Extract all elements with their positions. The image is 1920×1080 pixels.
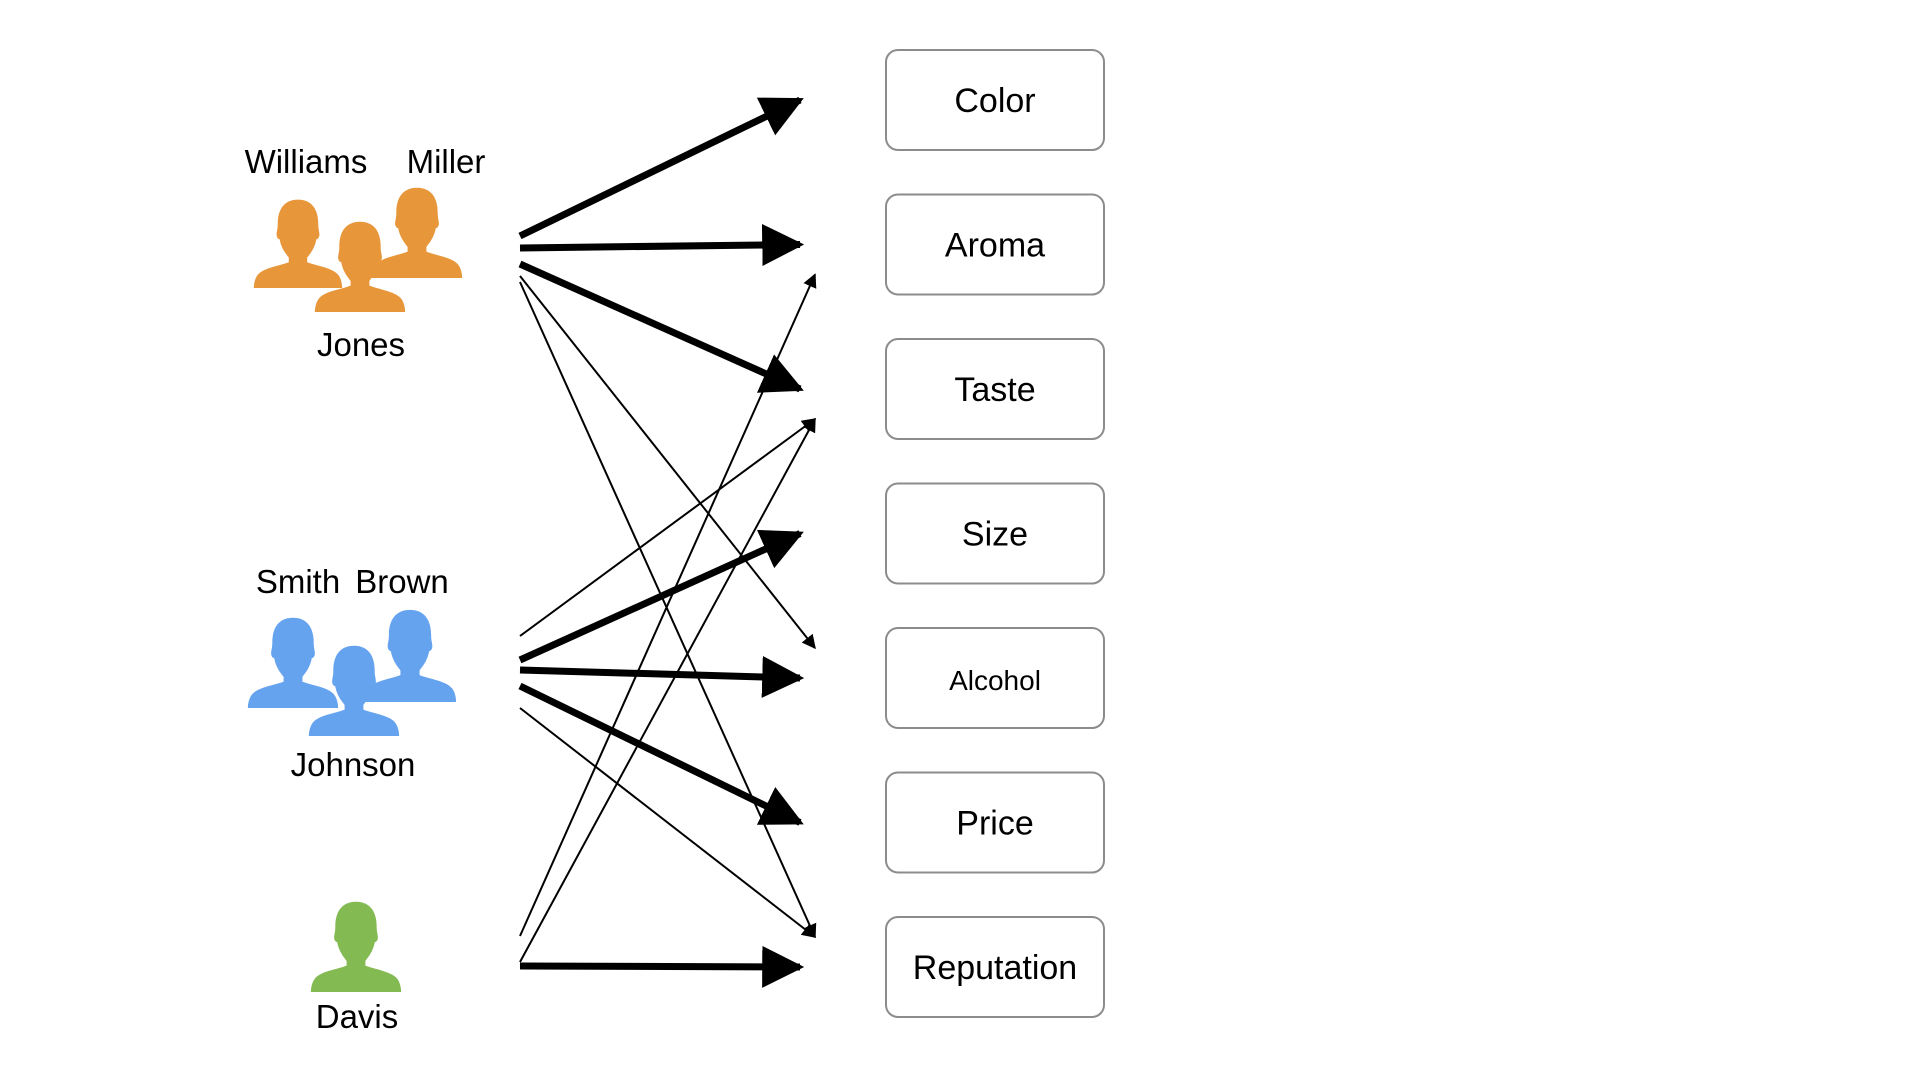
attribute-box-color: Color: [885, 49, 1105, 151]
arrow-group2-to-price: [518, 682, 804, 826]
attribute-box-alcohol: Alcohol: [885, 627, 1105, 729]
attribute-label-price: Price: [956, 805, 1033, 843]
arrow-group1-to-reputation: [519, 281, 817, 939]
attribute-box-taste: Taste: [885, 338, 1105, 440]
member-name-brown: Brown: [355, 563, 449, 600]
group-smith-brown-johnson: Smith Brown Johnson: [247, 563, 457, 783]
member-name-smith: Smith: [256, 563, 340, 600]
person-brown-icon: [363, 609, 457, 702]
member-name-johnson: Johnson: [291, 746, 416, 783]
arrow-group2-to-alcohol: [519, 655, 805, 698]
arrow-group3-to-taste: [519, 417, 816, 963]
group-williams-miller-jones: Williams Miller Jones: [245, 143, 486, 363]
arrow-group1-to-taste: [518, 260, 804, 393]
attribute-box-frame: [885, 193, 1105, 296]
people-group-icon: [247, 609, 457, 736]
arrow-group2-to-size: [518, 529, 804, 664]
preference-arrows: [518, 96, 817, 988]
attribute-label-reputation: Reputation: [913, 949, 1077, 987]
group-davis: Davis: [310, 901, 402, 1035]
attribute-label-alcohol: Alcohol: [949, 665, 1041, 696]
member-name-jones: Jones: [317, 326, 405, 363]
attribute-label-color: Color: [954, 82, 1035, 120]
arrow-group1-to-alcohol: [519, 275, 816, 650]
member-name-davis: Davis: [316, 998, 399, 1035]
attribute-box-frame: [885, 482, 1105, 585]
person-icon: [310, 901, 402, 992]
attribute-label-aroma: Aroma: [945, 227, 1045, 265]
person-smith-icon: [247, 617, 339, 708]
arrow-group3-to-aroma: [519, 273, 817, 937]
attribute-box-frame: [885, 49, 1105, 151]
member-name-williams: Williams: [245, 143, 368, 180]
attribute-box-frame: [885, 916, 1105, 1018]
attribute-box-price: Price: [885, 771, 1105, 874]
attribute-label-taste: Taste: [954, 371, 1035, 409]
attribute-box-frame: [885, 627, 1105, 729]
arrow-group2-to-taste: [519, 418, 817, 637]
arrow-group3-to-reputation: [519, 945, 805, 988]
attribute-box-aroma: Aroma: [885, 193, 1105, 296]
person-miller-icon: [371, 187, 463, 278]
person-williams-icon: [253, 199, 343, 288]
attribute-box-reputation: Reputation: [885, 916, 1105, 1018]
attribute-label-size: Size: [962, 516, 1028, 554]
arrow-group1-to-color: [518, 96, 804, 240]
arrow-group2-to-reputation: [519, 707, 817, 938]
people-group-icon: [253, 187, 463, 312]
attribute-box-frame: [885, 771, 1105, 874]
member-name-miller: Miller: [407, 143, 486, 180]
attribute-box-size: Size: [885, 482, 1105, 585]
attribute-list: ColorAromaTasteSizeAlcoholPriceReputatio…: [885, 49, 1105, 1018]
attribute-box-frame: [885, 338, 1105, 440]
arrow-group1-to-aroma: [519, 223, 805, 266]
